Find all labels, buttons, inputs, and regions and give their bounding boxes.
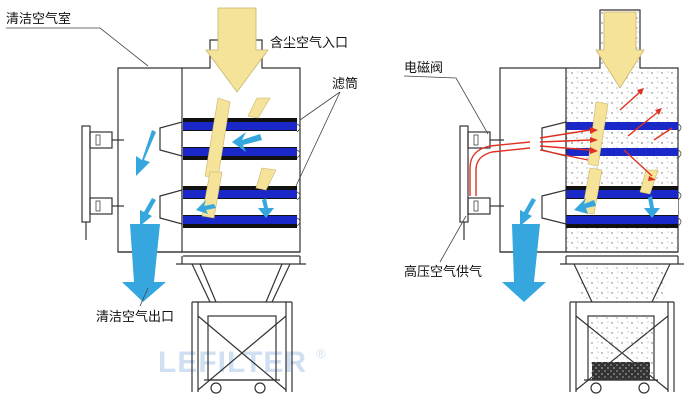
left-support-frame: [176, 256, 306, 394]
left-pulse-manifold: [81, 125, 124, 240]
right-pulse-jet: [469, 91, 673, 196]
right-collector: [403, 9, 684, 394]
left-venturi-lower: [159, 189, 183, 225]
left-clean-outlet-arrow: [122, 224, 166, 302]
left-venturi-upper: [159, 121, 183, 157]
right-pulse-manifold: [459, 125, 504, 240]
left-inlet-arrow: [205, 7, 269, 93]
label-clean-air-outlet: 清洁空气出口: [96, 309, 174, 325]
label-high-pressure-air: 高压空气供气: [404, 264, 482, 280]
label-solenoid-valve: 电磁阀: [404, 61, 443, 76]
watermark-registered-mark: ®: [316, 346, 326, 361]
watermark: LEFILTER ®: [158, 346, 326, 379]
right-inlet-arrow: [595, 11, 645, 89]
left-clean-flow-arrow-1: [136, 130, 156, 176]
label-dusty-air-inlet: 含尘空气入口: [270, 35, 348, 51]
right-filter-cartridge-upper: [566, 118, 682, 160]
right-support-frame: [560, 256, 684, 394]
collected-dust-pile: [592, 362, 650, 380]
label-clean-air-chamber: 清洁空气室: [6, 11, 71, 27]
right-venturi-lower: [541, 189, 567, 225]
watermark-text: LEFILTER: [158, 346, 307, 379]
left-collector: [6, 7, 341, 394]
right-clean-outlet-arrow: [502, 224, 546, 302]
label-filter-cartridge: 滤筒: [332, 76, 358, 92]
